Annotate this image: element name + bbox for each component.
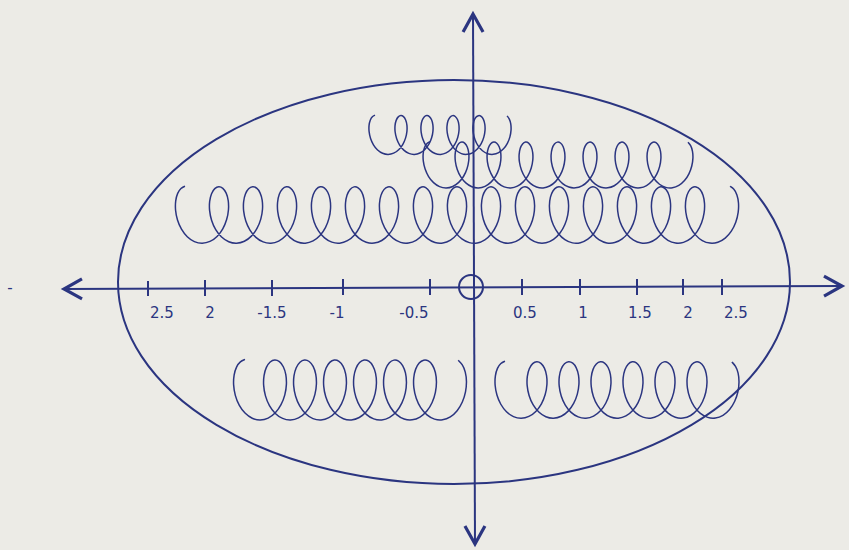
x-axis <box>64 286 842 289</box>
axis-ticks <box>148 279 722 296</box>
y-axis <box>473 14 475 544</box>
tick-label: 0.5 <box>511 305 539 322</box>
tick-label: -1.5 <box>255 305 288 322</box>
tick-label: 2.5 <box>148 305 176 322</box>
tick-label: 2 <box>203 305 217 322</box>
shading-scribble <box>423 142 693 188</box>
shading-scribble <box>175 186 738 243</box>
tick-label: 1.5 <box>626 305 654 322</box>
tick-label: - <box>5 280 14 297</box>
tick-label: -0.5 <box>397 305 430 322</box>
shading-scribble <box>234 359 467 420</box>
ellipse-region <box>118 80 790 484</box>
shading-scribble <box>369 115 511 154</box>
tick-label: 1 <box>576 305 590 322</box>
shading-scribble <box>495 361 739 418</box>
tick-label: -1 <box>328 305 347 322</box>
tick-label: 2.5 <box>722 305 750 322</box>
shading-scribble <box>175 115 739 420</box>
origin-circle <box>459 275 483 299</box>
tick-label: 2 <box>681 305 695 322</box>
